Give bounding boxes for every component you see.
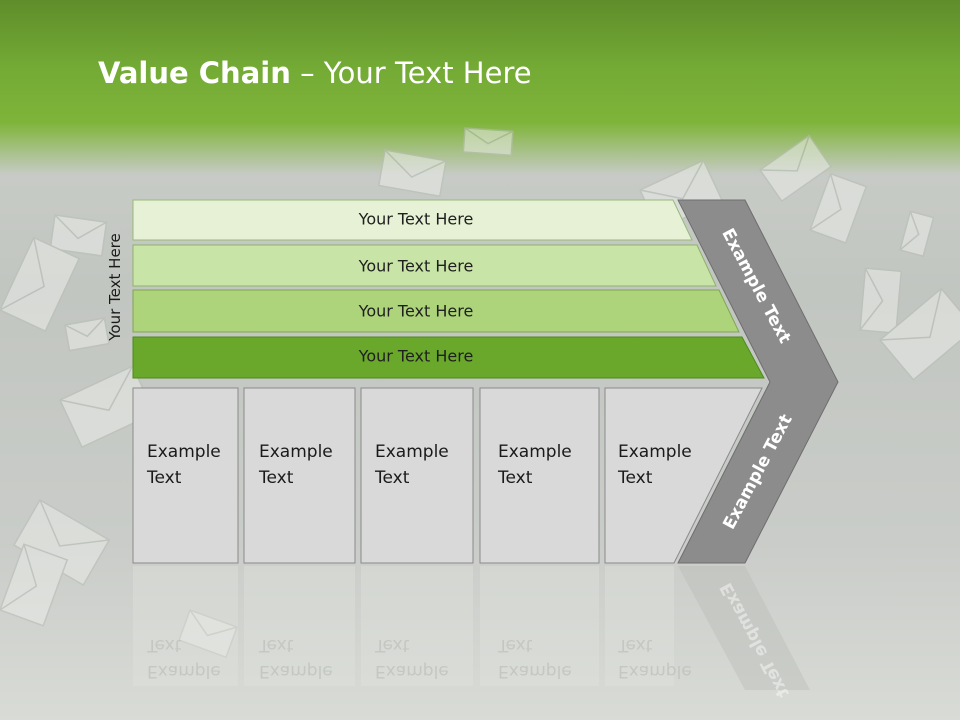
cell-box-1 [132,387,239,564]
cell-reflection [133,566,238,686]
cell-text-line1: Example [375,442,449,462]
cell-text-line2: Text [498,468,533,488]
cell-reflection [480,566,599,686]
envelope-icon [64,317,110,352]
envelope-icon [49,214,108,257]
cell-text-line2: Text [375,468,410,488]
cell-reflection [244,566,355,686]
bar-shape-1 [132,199,693,241]
envelope-icon [899,210,935,258]
envelope-icon [758,134,832,203]
cell-text-line1: Example [259,442,333,462]
cell-box-5 [604,387,763,564]
cell-text-line2: Text [259,468,294,488]
cell-reflection [605,566,674,686]
envelope-icon [178,609,238,659]
title-bold: Value Chain [98,56,291,90]
cell-text-line1: Example [498,442,572,462]
envelope-icon [377,149,447,198]
page-title: Value Chain – Your Text Here [98,56,532,90]
envelope-icon [0,236,81,333]
bar-label-4: Your Text Here [358,346,474,366]
cell-text-line2: Text [147,468,182,488]
bar-label-1: Your Text Here [358,209,474,229]
envelope-icon [809,172,868,244]
bar-shape-4 [132,336,765,379]
cell-box-4 [479,387,600,564]
envelope-icon [878,287,960,381]
cell-text-line1: Example [618,442,692,462]
envelope-icon [859,267,903,334]
bar-label-3: Your Text Here [358,301,474,321]
cell-box-2 [243,387,356,564]
cell-text-line1: Example [147,442,221,462]
bar-label-2: Your Text Here [358,256,474,276]
envelope-icon [462,127,514,157]
chevron-reflection [678,566,810,690]
title-rest: – Your Text Here [290,56,532,90]
bar-shape-3 [132,289,740,333]
cell-reflection [361,566,473,686]
chevron-shape [677,199,839,564]
envelope-icon [0,543,69,627]
cell-box-3 [360,387,474,564]
bar-shape-2 [132,244,717,287]
cell-text-line2: Text [618,468,653,488]
